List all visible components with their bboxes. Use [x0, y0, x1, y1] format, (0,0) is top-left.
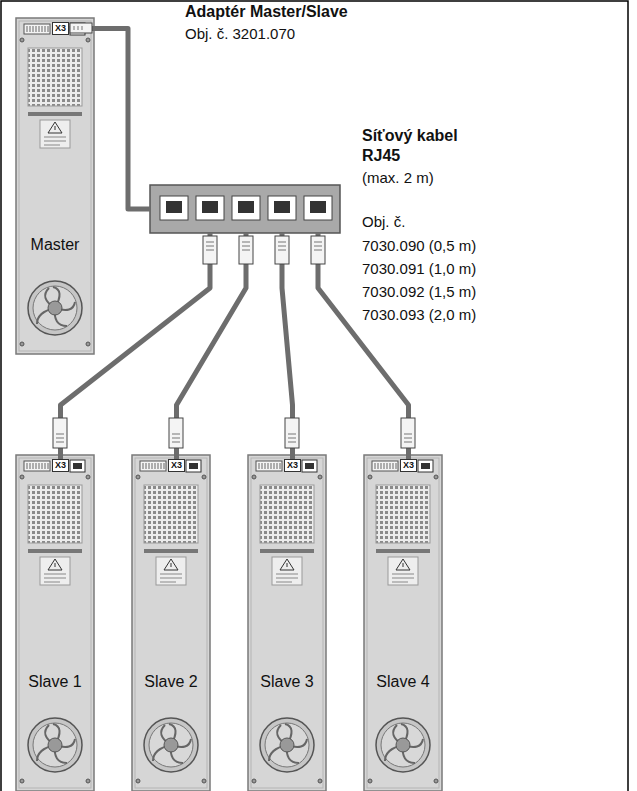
controller-unit: Slave 1 X3	[16, 455, 94, 791]
rj45-plug	[53, 418, 67, 448]
slave-unit	[248, 455, 326, 791]
controller-unit: Master X3	[16, 18, 94, 354]
rj45-plug	[70, 23, 92, 33]
port-name: X3	[55, 23, 66, 34]
network-cable	[177, 233, 246, 459]
unit-name: Slave 3	[248, 673, 326, 691]
port-name: X3	[55, 460, 66, 471]
cable-note: 7030.093 (2,0 m)	[362, 305, 476, 325]
port-tag: X3	[168, 459, 185, 472]
unit-name: Slave 2	[132, 673, 210, 691]
order-number: Obj. č. 3201.070	[185, 25, 295, 42]
cable-note: 7030.092 (1,5 m)	[362, 282, 476, 302]
port-tag: X3	[52, 459, 69, 472]
rj45-plug	[169, 418, 183, 448]
unit-name: Slave 4	[364, 673, 442, 691]
port-name: X3	[403, 460, 414, 471]
rj45-plug	[285, 418, 299, 448]
cable-note: Obj. č.	[362, 212, 405, 232]
port-tag: X3	[284, 459, 301, 472]
port-name: X3	[287, 460, 298, 471]
port-tag: X3	[400, 459, 417, 472]
part-title: Adaptér Master/Slave	[185, 3, 348, 21]
adapter-body	[150, 185, 340, 233]
cable-note: 7030.090 (0,5 m)	[362, 236, 476, 256]
port-name: X3	[171, 460, 182, 471]
cable-note: (max. 2 m)	[362, 168, 434, 188]
master-unit	[16, 18, 94, 354]
rj45-plug	[401, 418, 415, 448]
cable-title: Síťový kabel RJ45	[362, 126, 480, 166]
slave-unit	[132, 455, 210, 791]
controller-unit: Slave 2 X3	[132, 455, 210, 791]
cable-note: 7030.091 (1,0 m)	[362, 259, 476, 279]
network-cable	[61, 233, 210, 459]
unit-name: Master	[16, 236, 94, 254]
slave-unit	[16, 455, 94, 791]
slave-unit	[364, 455, 442, 791]
unit-name: Slave 1	[16, 673, 94, 691]
adapter-box: Adaptér Master/SlaveObj. č. 3201.070	[150, 185, 340, 233]
controller-unit: Slave 3 X3	[248, 455, 326, 791]
network-cable	[69, 29, 150, 210]
controller-unit: Slave 4 X3	[364, 455, 442, 791]
port-tag: X3	[52, 22, 69, 35]
